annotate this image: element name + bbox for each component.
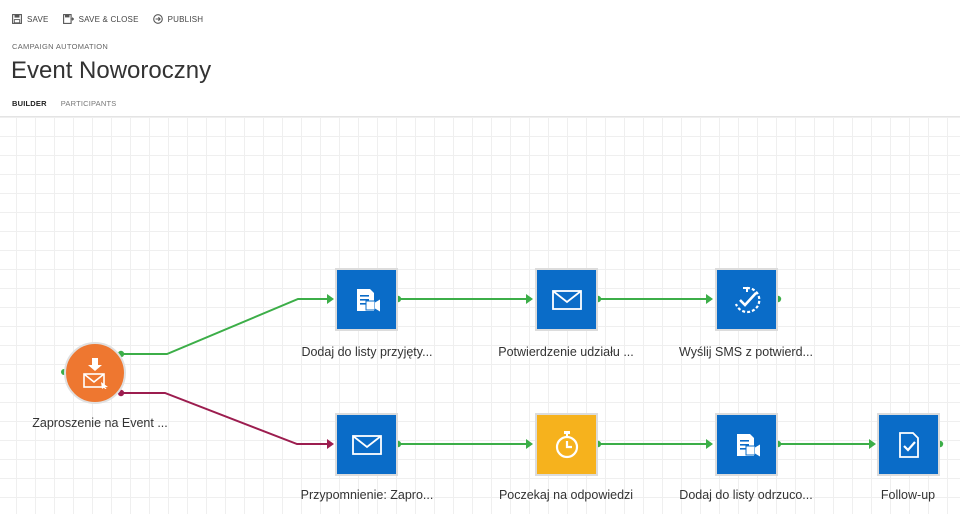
node-label: Wyślij SMS z potwierd...: [679, 345, 813, 359]
confirmation-email-node[interactable]: [535, 268, 598, 331]
wait-node[interactable]: [535, 413, 598, 476]
save-button[interactable]: SAVE: [12, 14, 49, 24]
connector-arrow: [526, 439, 533, 449]
publish-icon: [152, 14, 163, 24]
email-trigger-icon: [83, 358, 108, 389]
save-close-icon: [62, 14, 74, 24]
entity-type-label: CAMPAIGN AUTOMATION: [12, 42, 109, 51]
publish-button[interactable]: PUBLISH: [152, 14, 204, 24]
add-to-list-icon: [736, 433, 760, 456]
email-icon: [551, 289, 582, 310]
sms-icon: [734, 286, 760, 313]
reminder-email-node[interactable]: [335, 413, 398, 476]
connector-arrow: [706, 439, 713, 449]
node-label: Dodaj do listy przyjęty...: [301, 345, 433, 359]
node-label: Zaproszenie na Event ...: [32, 416, 168, 430]
connectors-layer: [61, 294, 944, 449]
save-icon: [12, 14, 22, 24]
add-to-list-node[interactable]: [335, 268, 398, 331]
node-label: Follow-up: [880, 488, 936, 502]
node-label: Poczekaj na odpowiedzi: [498, 488, 634, 502]
add-to-list-node[interactable]: [715, 413, 778, 476]
tab-participants[interactable]: PARTICIPANTS: [60, 99, 117, 108]
connector-arrow: [526, 294, 533, 304]
builder-canvas[interactable]: Zaproszenie na Event ... Dodaj do listy …: [0, 116, 960, 514]
send-sms-node[interactable]: [715, 268, 778, 331]
node-label: Przypomnienie: Zapro...: [300, 488, 434, 502]
email-icon: [351, 434, 382, 455]
tab-bar: BUILDER PARTICIPANTS: [12, 99, 116, 108]
save-and-close-button[interactable]: SAVE & CLOSE: [62, 14, 139, 24]
follow-up-task-node[interactable]: [877, 413, 940, 476]
node-label: Dodaj do listy odrzuco...: [679, 488, 813, 502]
connector-arrow: [869, 439, 876, 449]
toolbar: SAVE SAVE & CLOSE PUBLISH: [12, 11, 203, 27]
save-label: SAVE: [27, 14, 49, 24]
connector-arrow: [706, 294, 713, 304]
task-icon: [898, 431, 919, 458]
page-title: Event Noworoczny: [11, 57, 212, 84]
connector-arrow: [327, 294, 334, 304]
success-connector[interactable]: [121, 298, 327, 355]
connector-arrow: [327, 439, 334, 449]
node-label: Potwierdzenie udziału ...: [498, 345, 634, 359]
timer-icon: [555, 430, 578, 458]
publish-label: PUBLISH: [167, 14, 204, 24]
add-to-list-icon: [356, 288, 380, 311]
tab-builder[interactable]: BUILDER: [12, 99, 47, 108]
failure-connector[interactable]: [121, 392, 327, 445]
save-close-label: SAVE & CLOSE: [78, 14, 139, 24]
start-email-trigger-node[interactable]: [64, 342, 126, 404]
